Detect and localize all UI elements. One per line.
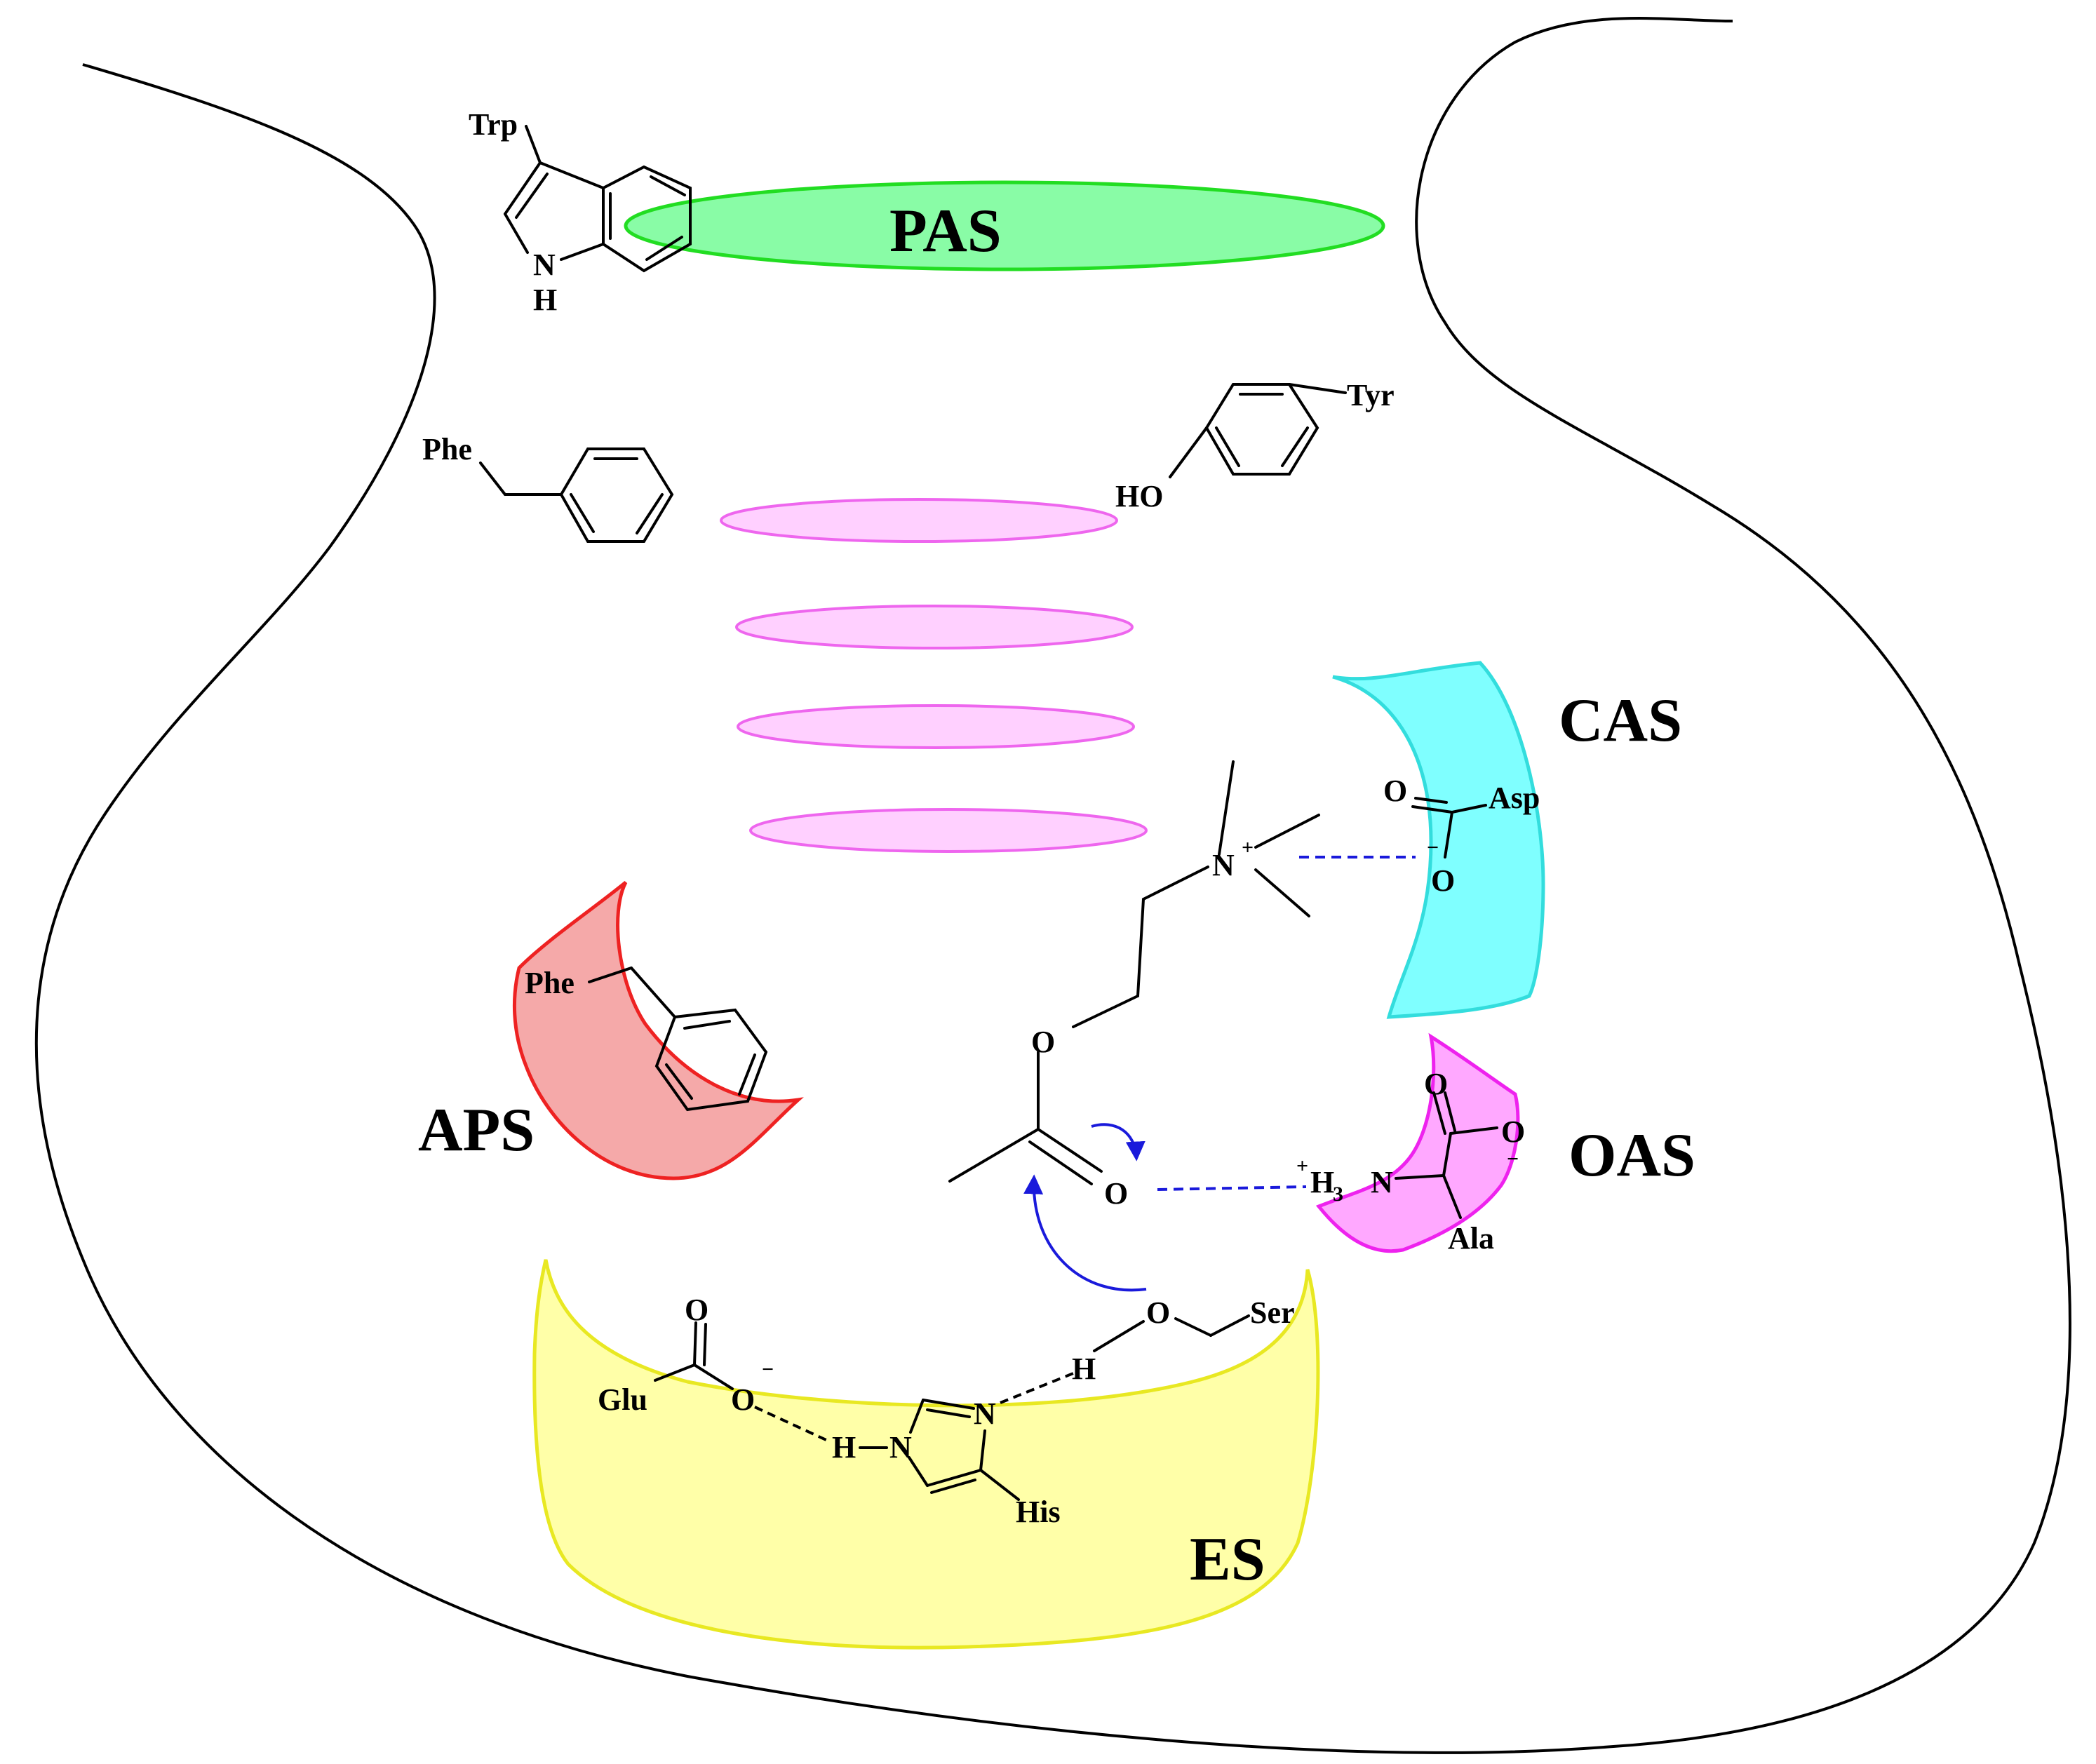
his-h: H xyxy=(832,1430,856,1465)
oas-label: OAS xyxy=(1568,1122,1695,1190)
ala-h3n-plus: + xyxy=(1296,1154,1308,1178)
asp-o-bottom: O xyxy=(1431,863,1455,898)
ala-label: Ala xyxy=(1448,1221,1494,1255)
tyr-ho: HO xyxy=(1115,479,1163,513)
es-pocket xyxy=(532,1259,1320,1650)
phe-top-residue: Phe xyxy=(422,432,674,543)
cas-label: CAS xyxy=(1559,687,1682,755)
ser-o: O xyxy=(1146,1295,1170,1330)
tyr-residue: Tyr HO xyxy=(1115,378,1395,513)
ala-n: N xyxy=(1371,1165,1393,1199)
cas-site: CAS O Asp − O xyxy=(1299,661,1682,1019)
ammonium-charge: + xyxy=(1242,836,1254,859)
indole-h: H xyxy=(533,283,557,317)
ser-label: Ser xyxy=(1250,1295,1295,1330)
oas-pocket xyxy=(1315,1032,1520,1253)
glu-o-top: O xyxy=(685,1293,708,1327)
oas-hbond xyxy=(1157,1185,1307,1191)
ala-sub3: 3 xyxy=(1333,1183,1343,1206)
indole-n: N xyxy=(533,248,556,282)
attack-arrow-carbonyl xyxy=(1091,1123,1146,1162)
pi-stack-ellipse-3 xyxy=(737,704,1135,749)
his-label: His xyxy=(1016,1495,1061,1529)
carbonyl-o: O xyxy=(1104,1176,1128,1211)
asp-label: Asp xyxy=(1489,781,1540,815)
acetylcholine: N + O O xyxy=(948,760,1320,1211)
his-n-top: N xyxy=(974,1396,996,1431)
phe-top-label: Phe xyxy=(422,432,472,466)
phe-aps-label: Phe xyxy=(525,966,575,1000)
pas-label: PAS xyxy=(889,197,1002,265)
attack-arrow-ser xyxy=(1023,1174,1147,1292)
ammonium-n: N xyxy=(1212,848,1235,882)
pi-stack-ellipse-1 xyxy=(720,498,1118,543)
ala-o-top: O xyxy=(1424,1067,1448,1101)
asp-charge: − xyxy=(1427,836,1439,859)
his-ser-hbond xyxy=(1000,1372,1074,1404)
ser-h: H xyxy=(1072,1352,1096,1386)
tyr-label: Tyr xyxy=(1347,378,1395,412)
glu-label: Glu xyxy=(598,1382,647,1417)
pi-stack-ellipse-4 xyxy=(749,808,1148,853)
gorge-outline xyxy=(34,17,2071,1754)
pas-site: Trp N H PAS xyxy=(469,107,1385,317)
es-site: ES O Glu O − H N N His H O Ser xyxy=(532,1259,1320,1650)
aps-label: APS xyxy=(418,1096,535,1164)
aps-pocket xyxy=(512,881,804,1180)
ester-o: O xyxy=(1031,1025,1055,1059)
ala-charge: − xyxy=(1507,1147,1519,1171)
his-n-left: N xyxy=(889,1430,912,1465)
es-label: ES xyxy=(1190,1526,1265,1594)
aps-site: Phe APS xyxy=(418,881,804,1180)
ala-h: H xyxy=(1310,1165,1334,1199)
pi-stack-ellipse-2 xyxy=(735,605,1134,649)
trp-label: Trp xyxy=(469,107,518,142)
asp-o-top: O xyxy=(1383,774,1407,808)
cas-pocket xyxy=(1332,661,1545,1019)
pi-stack-region xyxy=(720,498,1148,853)
trp-indole xyxy=(504,125,692,273)
glu-o-bottom: O xyxy=(731,1382,755,1417)
ala-o-right: O xyxy=(1501,1115,1525,1149)
oas-site: OAS O O − + H 3 N Ala xyxy=(1157,1032,1695,1255)
glu-charge: − xyxy=(762,1358,774,1381)
pas-ellipse xyxy=(624,180,1385,271)
